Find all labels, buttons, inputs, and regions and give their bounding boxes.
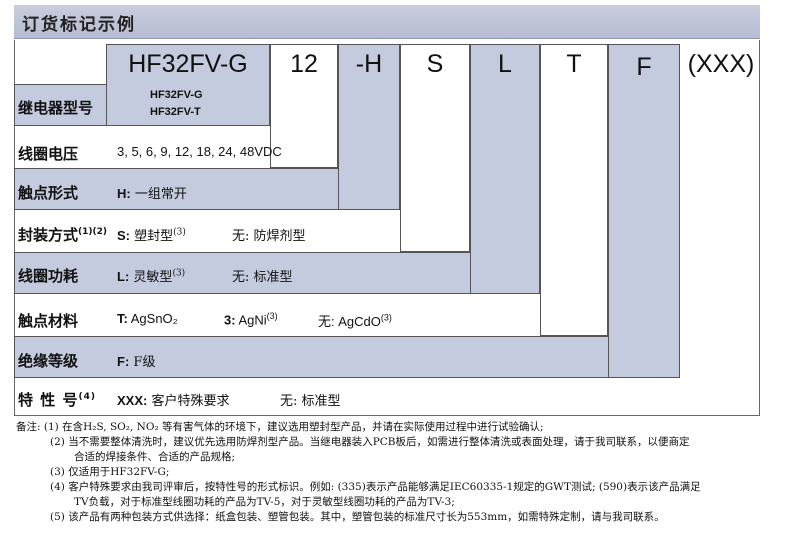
special-option: XXX: 客户特殊要求 [117,390,230,409]
special-desc: 客户特殊要求 [151,394,230,409]
insulation-desc: F级 [133,355,156,370]
code-model: HF32FV-G [128,50,248,78]
row-label-sealing: 封装方式(1)(2) [18,224,107,245]
row-label-insulation: 绝缘等级 [18,352,79,370]
notes-prefix: 备注: [16,421,41,433]
row-label-coil-power: 线圈功耗 [18,267,79,285]
insulation-code: F: [117,354,130,369]
insulation-option: F: F级 [117,351,155,370]
row-label-coil-voltage: 线圈电压 [18,145,79,163]
box-model-col [106,44,270,126]
material-default-note: (3) [380,312,392,323]
note-3: (3) 仅适用于HF32FV-G; [50,466,170,478]
note-4a: (4) 客户特殊要求由我司评审后，按特性号的形式标识。例如: (335)表示产品… [50,481,701,493]
note-2a: (2) 当不需要整体清洗时，建议优先选用防焊剂型产品。当继电器装入PCB板后，如… [50,436,690,448]
note-4b: TV负载，对于标准型线圈功耗的产品为TV-5，对于灵敏型线圈功耗的产品为TV-3… [74,496,455,508]
code-seal: S [426,50,444,78]
sealing-code: S: [117,228,130,243]
box-power [14,252,540,294]
row-label-contact-material: 触点材料 [18,312,79,330]
material-option-t: T: AgSnO₂ [117,311,178,326]
notes-section: 备注: (1) 在含H₂S, SO₂, NO₂ 等有害气体的环境下，建议选用塑封… [16,420,776,525]
code-material: T [566,50,582,78]
page-title: 订货标记示例 [22,15,136,35]
note-1: 备注: (1) 在含H₂S, SO₂, NO₂ 等有害气体的环境下，建议选用塑封… [16,420,776,435]
contact-form-desc: 一组常开 [134,187,187,202]
coil-power-desc-note: (3) [172,268,186,279]
row-label-special: 特 性 号(4) [18,389,96,410]
sealing-option-s: S: 塑封型(3) [117,225,186,244]
special-code: XXX: [117,393,148,408]
sealing-desc: 塑封型 [134,229,174,244]
box-power-col [470,44,540,294]
diagram-frame [14,40,760,416]
code-power: L [498,50,512,78]
material-t-code: T: [117,311,128,326]
coil-power-option-l: L: 灵敏型(3) [117,266,185,285]
sealing-default: 无: 防焊剂型 [232,229,306,244]
code-insulation: F [636,53,652,81]
note-1-text: (1) 在含H₂S, SO₂, NO₂ 等有害气体的环境下，建议选用塑封型产品，… [43,421,544,433]
code-special: (XXX) [687,50,755,78]
contact-form-code: H: [117,186,131,201]
material-default-text: 无: AgCdO [318,314,381,329]
box-insulation-col [608,44,680,378]
contact-form-option: H: 一组常开 [117,183,187,202]
sealing-label: 封装方式 [18,226,79,244]
box-insulation [14,336,680,378]
note-5: (5) 该产品有两种包装方式供选择：纸盒包装、塑管包装。其中，塑管包装的标准尺寸… [50,511,665,523]
material-3-code: 3: [224,312,236,328]
sealing-desc-note: (3) [173,227,186,238]
special-default: 无: 标准型 [280,394,341,409]
code-contact: -H [355,50,383,78]
coil-voltage-values: 3, 5, 6, 9, 12, 18, 24, 48VDC [117,144,282,159]
coil-power-code: L: [117,269,130,284]
material-3-value: AgNi [238,312,267,328]
relay-type-option-1: HF32FV-G [150,89,203,101]
row-label-contact-form: 触点形式 [18,184,79,202]
special-label-note: (4) [78,392,96,402]
box-voltage-col [270,44,338,168]
material-t-value: AgSnO₂ [130,311,178,326]
sealing-label-note: (1)(2) [78,227,107,237]
box-seal-col [400,44,470,252]
header-bar [14,5,760,39]
relay-type-option-2: HF32FV-T [150,106,201,118]
box-material-col [540,44,608,336]
box-contact [14,168,400,210]
material-3-note: (3) [266,311,278,321]
code-voltage: 12 [290,50,318,78]
box-contact-col [338,44,400,210]
special-label: 特 性 号 [18,391,79,409]
coil-power-desc: 灵敏型 [133,270,173,285]
note-2b: 合适的焊接条件、合适的产品规格; [74,451,236,463]
coil-power-default: 无: 标准型 [232,270,293,285]
material-option-3: 3: AgNi(3) [224,311,278,327]
row-label-relay-type: 继电器型号 [18,99,94,117]
material-default: 无: AgCdO(3) [318,311,392,330]
